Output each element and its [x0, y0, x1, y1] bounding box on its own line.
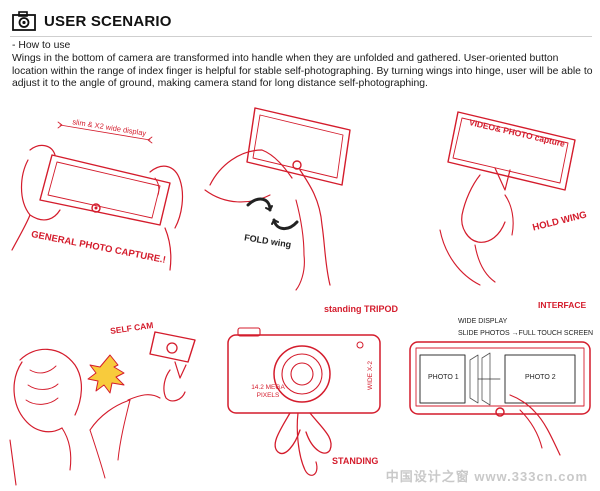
page-header: USER SCENARIO	[12, 8, 172, 34]
camera-icon	[12, 11, 36, 31]
scene-interface	[409, 341, 591, 456]
scene-general-capture	[11, 121, 184, 271]
description-body: Wings in the bottom of camera are transf…	[12, 52, 593, 90]
scene-fold-wing	[204, 107, 351, 291]
label-mega-pixels: 14.2 MEGA PIXELS	[251, 384, 285, 399]
label-slide-photos: SLIDE PHOTOS →FULL TOUCH SCREEN	[458, 330, 594, 337]
scene-hold-wing	[439, 111, 576, 286]
label-standing: STANDING	[332, 456, 379, 466]
label-interface: INTERFACE	[538, 300, 587, 310]
header-divider	[10, 36, 592, 37]
label-wide-display: WIDE DISPLAY	[458, 318, 508, 325]
label-photo-2: PHOTO 2	[525, 374, 556, 381]
scene-self-cam	[9, 331, 196, 486]
label-wide-x2: WIDE X-2	[366, 361, 374, 390]
description-heading: - How to use	[12, 40, 71, 51]
description: - How to use Wings in the bottom of came…	[12, 40, 594, 91]
label-standing-tripod: standing TRIPOD	[324, 304, 398, 314]
page-title: USER SCENARIO	[44, 12, 172, 30]
label-photo-1: PHOTO 1	[428, 374, 459, 381]
watermark: 中国设计之窗 www.333cn.com	[385, 469, 588, 484]
scene-standing-tripod	[227, 327, 381, 476]
